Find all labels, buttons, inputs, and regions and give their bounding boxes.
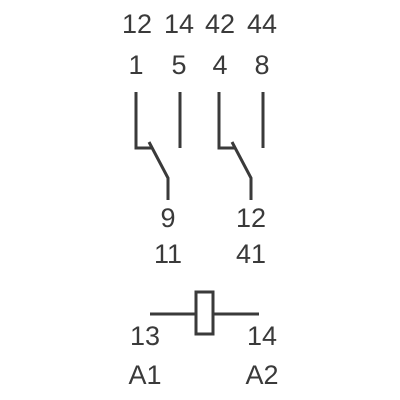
contact-blade-right	[230, 141, 253, 200]
terminal-label-44: 44	[246, 9, 278, 39]
terminal-label-4: 4	[212, 50, 228, 80]
terminal-label-11: 11	[153, 239, 183, 269]
coil-symbol	[194, 290, 215, 336]
terminal-label-41: 41	[235, 239, 267, 269]
coil-terminal-label-14: 14	[246, 321, 278, 351]
terminal-label-12: 12	[121, 9, 153, 39]
terminal-label-42: 42	[204, 9, 236, 39]
terminal-label-9: 9	[160, 203, 176, 233]
terminal-label-12b: 12	[235, 203, 267, 233]
coil-terminal-label-13: 13	[129, 321, 161, 351]
terminal-label-8: 8	[254, 50, 270, 80]
coil-terminal-name-a2: A2	[245, 360, 279, 390]
contact-blade-left	[147, 141, 170, 200]
terminal-label-5: 5	[171, 50, 187, 80]
terminal-label-14: 14	[163, 9, 195, 39]
contact-nc-left	[134, 92, 152, 150]
contact-nc-right	[217, 92, 235, 150]
coil-terminal-name-a1: A1	[128, 360, 162, 390]
terminal-label-1: 1	[128, 50, 144, 80]
